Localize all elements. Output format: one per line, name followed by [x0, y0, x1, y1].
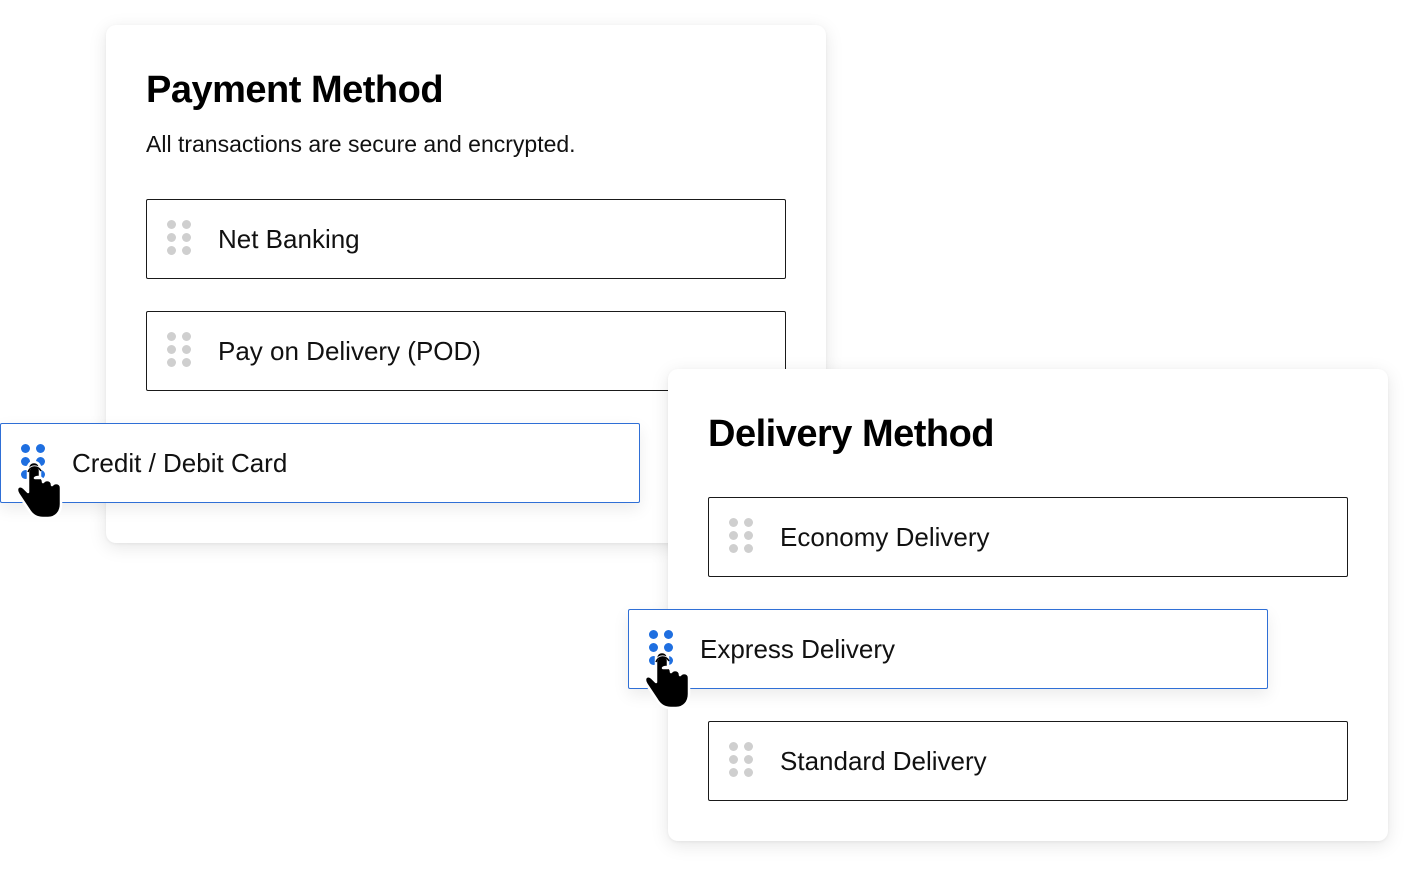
delivery-method-card: Delivery Method Economy Delivery Standar…: [668, 369, 1388, 841]
option-label: Standard Delivery: [780, 746, 987, 776]
drag-handle-icon[interactable]: [167, 332, 191, 370]
option-label: Express Delivery: [700, 634, 896, 664]
delivery-option-economy[interactable]: Economy Delivery: [708, 497, 1348, 577]
payment-method-subtitle: All transactions are secure and encrypte…: [146, 131, 576, 157]
drag-handle-icon[interactable]: [729, 518, 753, 556]
hand-pointer-icon: [643, 650, 691, 710]
hand-pointer-icon: [15, 460, 63, 520]
payment-method-title: Payment Method: [146, 69, 444, 111]
option-label: Credit / Debit Card: [72, 448, 288, 478]
payment-option-net-banking[interactable]: Net Banking: [146, 199, 786, 279]
drag-handle-icon[interactable]: [167, 220, 191, 258]
option-label: Economy Delivery: [780, 522, 990, 552]
drag-handle-icon[interactable]: [729, 742, 753, 780]
option-label: Net Banking: [218, 224, 360, 254]
option-label: Pay on Delivery (POD): [218, 336, 481, 366]
delivery-option-express-dragging[interactable]: Express Delivery: [628, 609, 1268, 689]
delivery-method-title: Delivery Method: [708, 413, 995, 455]
payment-option-credit-debit-card-dragging[interactable]: Credit / Debit Card: [0, 423, 640, 503]
delivery-option-standard[interactable]: Standard Delivery: [708, 721, 1348, 801]
